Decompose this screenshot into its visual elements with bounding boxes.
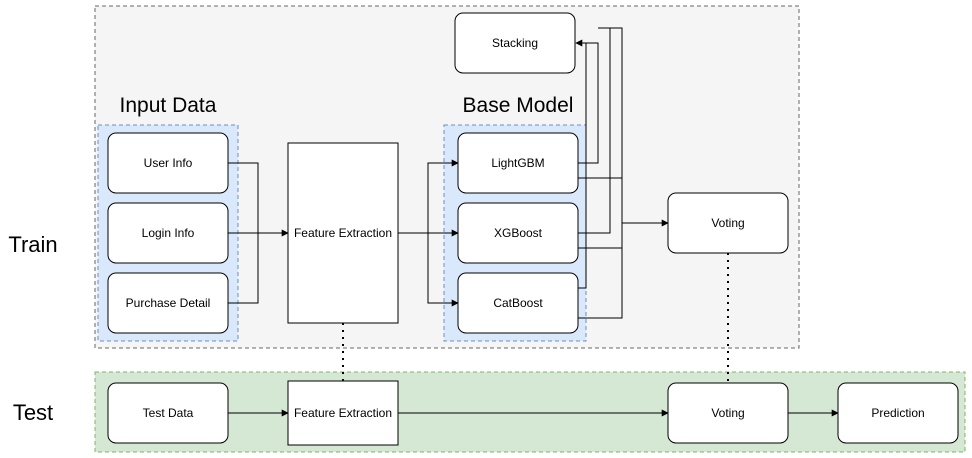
edge-catboost-stacking <box>578 43 587 289</box>
node-label: Purchase Detail <box>126 296 211 310</box>
base-model-title: Base Model <box>463 94 574 117</box>
node-label: Voting <box>711 406 744 420</box>
node-label: Prediction <box>871 406 924 420</box>
node-catboost[interactable]: CatBoost <box>457 272 579 334</box>
edge-lightgbm-stacking <box>575 39 599 164</box>
node-label: Login Info <box>142 226 195 240</box>
node-xgboost[interactable]: XGBoost <box>457 202 579 264</box>
node-voting-train[interactable]: Voting <box>667 192 789 254</box>
node-feature-extraction-test[interactable]: Feature Extraction <box>287 380 399 446</box>
node-label: XGBoost <box>494 226 543 240</box>
node-user-info[interactable]: User Info <box>107 132 229 194</box>
edge-to-lightgbm <box>427 159 459 233</box>
node-label: Feature Extraction <box>294 406 392 420</box>
node-label: Voting <box>711 216 744 230</box>
edge-purchase-detail <box>228 233 259 304</box>
test-region <box>94 371 966 453</box>
node-label: CatBoost <box>493 296 543 310</box>
node-feature-extraction-train[interactable]: Feature Extraction <box>287 142 399 324</box>
edge-catboost-voting <box>578 223 623 319</box>
test-label: Test <box>13 400 53 425</box>
node-stacking[interactable]: Stacking <box>454 12 576 74</box>
node-prediction[interactable]: Prediction <box>837 382 959 444</box>
node-label: Stacking <box>492 36 538 50</box>
input-data-title: Input Data <box>120 94 217 117</box>
node-login-info[interactable]: Login Info <box>107 202 229 264</box>
node-test-data[interactable]: Test Data <box>107 382 229 444</box>
node-label: LightGBM <box>491 156 544 170</box>
node-label: Test Data <box>143 406 194 420</box>
node-label: User Info <box>144 156 193 170</box>
edge-stacking-vertical <box>598 27 623 223</box>
train-edges <box>228 27 669 319</box>
edge-user-info <box>228 162 259 233</box>
train-label: Train <box>8 232 57 257</box>
node-label: Feature Extraction <box>294 226 392 240</box>
node-lightgbm[interactable]: LightGBM <box>457 132 579 194</box>
edge-lightgbm-voting <box>578 177 669 227</box>
node-voting-test[interactable]: Voting <box>667 382 789 444</box>
node-purchase-detail[interactable]: Purchase Detail <box>107 272 229 334</box>
edge-to-catboost <box>427 233 459 307</box>
